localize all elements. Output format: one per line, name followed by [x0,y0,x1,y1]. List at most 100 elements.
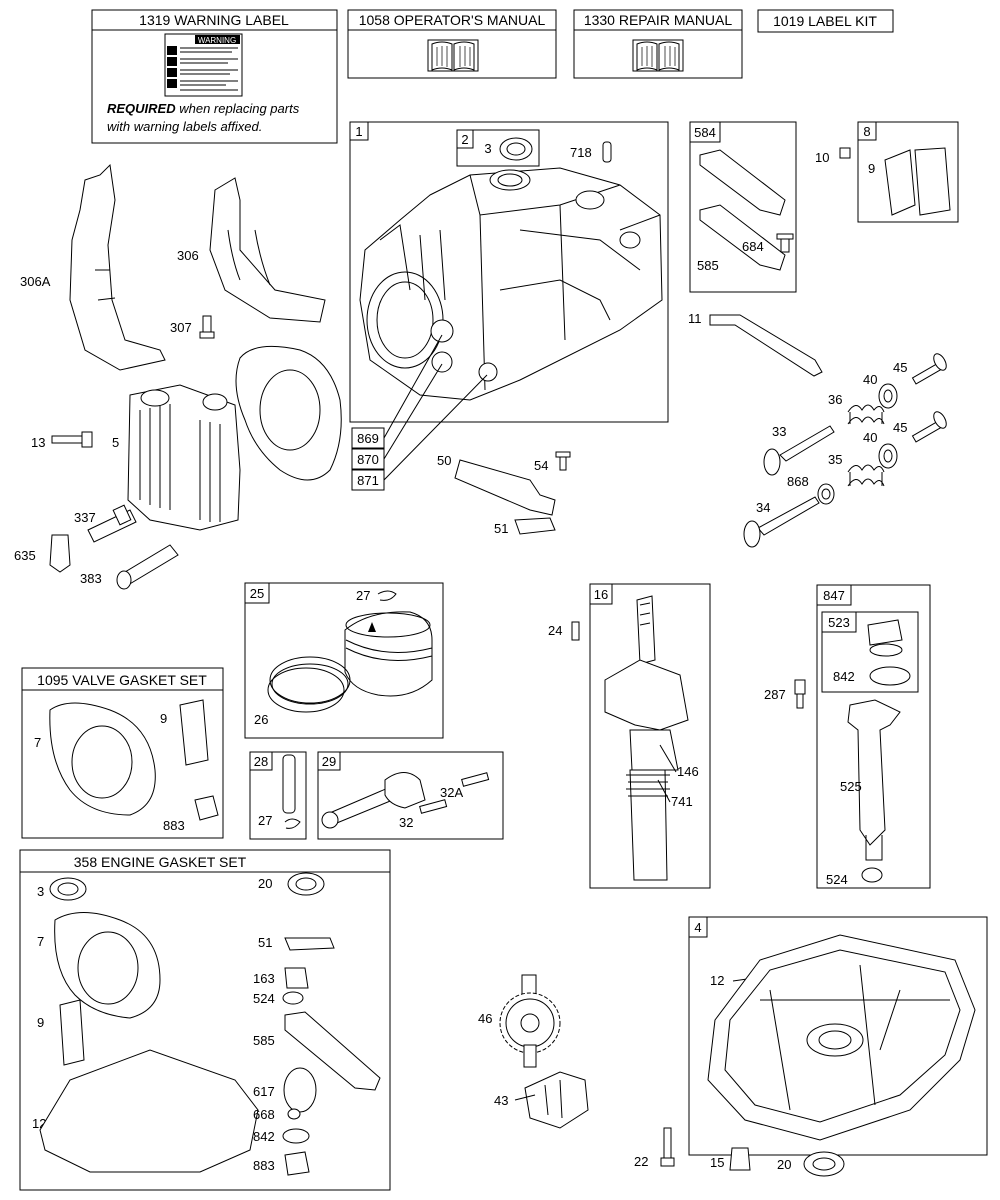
eg-callout-20: 20 [258,876,272,891]
eg-callout-7: 7 [37,934,44,949]
callout-635: 635 [14,548,36,563]
callout-4: 4 [694,920,701,935]
screw-22 [660,1127,675,1167]
vg-callout-7: 7 [34,735,41,750]
o-ring-842 [869,666,911,686]
cylinder-shield-306 [209,177,326,323]
callout-718: 718 [570,145,592,160]
cylinder-shield-306A [69,163,166,371]
callout-13: 13 [31,435,45,450]
valve-retainer-45a [911,353,947,385]
governor-assembly [514,1071,589,1129]
callout-35: 35 [828,452,842,467]
screw-307 [199,315,215,339]
callout-306: 306 [177,248,199,263]
callout-3: 3 [484,141,491,156]
callout-5: 5 [112,435,119,450]
callout-585: 585 [697,258,719,273]
breather-gasket-group-584[interactable]: 584 585 [689,121,797,293]
required-note-line2: with warning labels affixed. [107,119,262,134]
callout-50: 50 [437,453,451,468]
connecting-rod [321,772,426,829]
valve-keeper-40a [878,383,898,409]
rod-bolt-32A [461,772,490,787]
eg-gasket-51 [284,937,335,951]
crankshaft [604,595,689,881]
callout-40b: 40 [863,430,877,445]
spark-plug-boot [49,534,71,573]
piston-pin-group-28[interactable]: 28 27 [249,751,307,840]
callout-54: 54 [534,458,548,473]
callout-25: 25 [250,586,264,601]
eg-gasket-163 [284,967,309,989]
valve-spring-35 [847,464,885,487]
eg-oil-seal-20 [287,872,325,896]
repair-manual-title: 1330 REPAIR MANUAL [584,12,733,28]
callout-11: 11 [688,311,702,326]
connecting-rod-group-29[interactable]: 29 32A 32 [317,751,504,840]
callout-45a: 45 [893,360,907,375]
repair-manual-kit[interactable]: 1330 REPAIR MANUAL [573,9,743,79]
eg-sump-gasket [39,1049,259,1173]
crank-key [571,621,580,641]
callout-684: 684 [742,239,764,254]
vg-callout-9: 9 [160,711,167,726]
callout-8: 8 [863,124,870,139]
callout-842a: 842 [833,669,855,684]
operators-manual-kit[interactable]: 1058 OPERATOR'S MANUAL [347,9,557,79]
callout-146: 146 [677,764,699,779]
engine-gasket-set[interactable]: 358 ENGINE GASKET SET 3 7 9 12 20 51 163… [19,849,391,1191]
piston-group-25[interactable]: 25 27 26 [244,582,444,739]
callout-870: 870 [357,452,379,467]
vg-callout-883: 883 [163,818,185,833]
vg-breather-gasket [179,699,209,766]
breather-tube-50 [454,459,556,516]
dipstick-cap [867,619,903,657]
callout-27a: 27 [356,588,370,603]
callout-383: 383 [80,571,102,586]
callout-847: 847 [823,588,845,603]
book-icon [427,39,479,72]
rod-bolt-32 [419,799,448,814]
head-bolt [51,431,93,448]
eg-callout-842: 842 [253,1129,275,1144]
callout-36: 36 [828,392,842,407]
callout-337: 337 [74,510,96,525]
eg-head-gasket [54,912,161,1019]
warning-label-icon: WARNING [164,33,243,97]
callout-584: 584 [694,125,716,140]
dipstick-group-847[interactable]: 847 523 842 525 524 [816,584,931,889]
eg-breather-gasket [59,999,85,1066]
eg-washer-668 [287,1108,301,1120]
eg-callout-617: 617 [253,1084,275,1099]
operators-manual-title: 1058 OPERATOR'S MANUAL [359,12,546,28]
callout-869: 869 [357,431,379,446]
valve-retainer-45b [911,411,947,443]
crankshaft-group-16[interactable]: 16 146 741 [589,583,711,889]
callout-27b: 27 [258,813,272,828]
piston-pin [282,754,296,814]
eg-callout-3: 3 [37,884,44,899]
callout-40a: 40 [863,372,877,387]
eg-o-ring-524 [282,991,304,1005]
callout-46: 46 [478,1011,492,1026]
retainer-clip [284,818,301,829]
valve-keeper-40b [878,443,898,469]
callout-34: 34 [756,500,770,515]
callout-523: 523 [828,615,850,630]
eg-oil-seal-3 [49,877,87,901]
vg-gasket-883 [194,795,219,821]
callout-10: 10 [815,150,829,165]
breather-cover-group-8[interactable]: 8 9 [857,121,959,223]
callout-871: 871 [357,473,379,488]
valve-gasket-set[interactable]: 1095 VALVE GASKET SET 7 9 883 [21,667,224,839]
screw-287 [794,679,806,709]
label-kit[interactable]: 1019 LABEL KIT [757,9,894,33]
warning-label-kit[interactable]: 1319 WARNING LABEL WARNING REQUIRED when… [91,9,338,144]
eg-gasket-585 [284,1011,381,1091]
screw-684 [776,233,794,253]
cylinder-block-group[interactable]: 1 2 3 718 [349,121,669,491]
sump-group-4[interactable]: 4 12 15 20 [688,916,988,1177]
callout-32A: 32A [440,785,463,800]
